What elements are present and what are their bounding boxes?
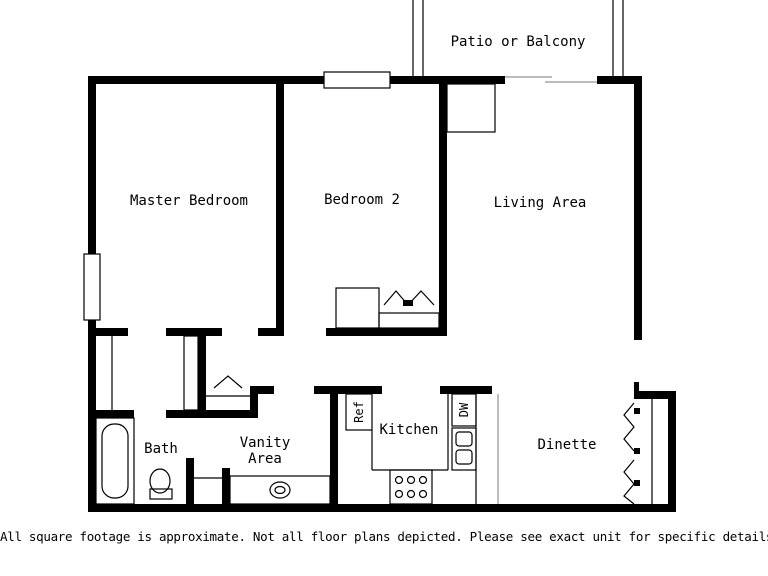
interior-walls <box>88 76 492 512</box>
sliding-door <box>505 76 597 83</box>
window-left <box>83 253 101 321</box>
kitchen-fixtures <box>345 393 499 505</box>
label-kitchen: Kitchen <box>379 422 438 438</box>
vanity <box>194 475 331 505</box>
bedroom-2-cabinet <box>335 287 380 329</box>
bathtub <box>95 417 135 505</box>
window-top <box>323 71 391 89</box>
label-bedroom-2: Bedroom 2 <box>324 192 400 208</box>
disclaimer-text: All square footage is approximate. Not a… <box>0 529 768 544</box>
label-dinette: Dinette <box>537 437 596 453</box>
label-patio: Patio or Balcony <box>451 34 586 50</box>
living-closet <box>446 83 496 133</box>
vanity-sink <box>269 481 291 499</box>
label-bath: Bath <box>144 441 178 457</box>
label-living-area: Living Area <box>494 195 587 211</box>
label-dw: DW <box>457 402 471 417</box>
dinette-closet <box>623 399 653 505</box>
bedroom-2-closet <box>378 290 440 329</box>
label-vanity-area: Area <box>248 451 282 467</box>
hall-closet <box>183 335 250 411</box>
windows <box>83 71 391 321</box>
stove <box>389 469 433 505</box>
label-master-bedroom: Master Bedroom <box>130 193 248 209</box>
refrigerator <box>345 393 373 431</box>
label-ref: Ref <box>352 401 366 423</box>
patio-outline <box>412 0 624 78</box>
label-vanity: Vanity <box>240 435 291 451</box>
toilet <box>149 468 173 500</box>
